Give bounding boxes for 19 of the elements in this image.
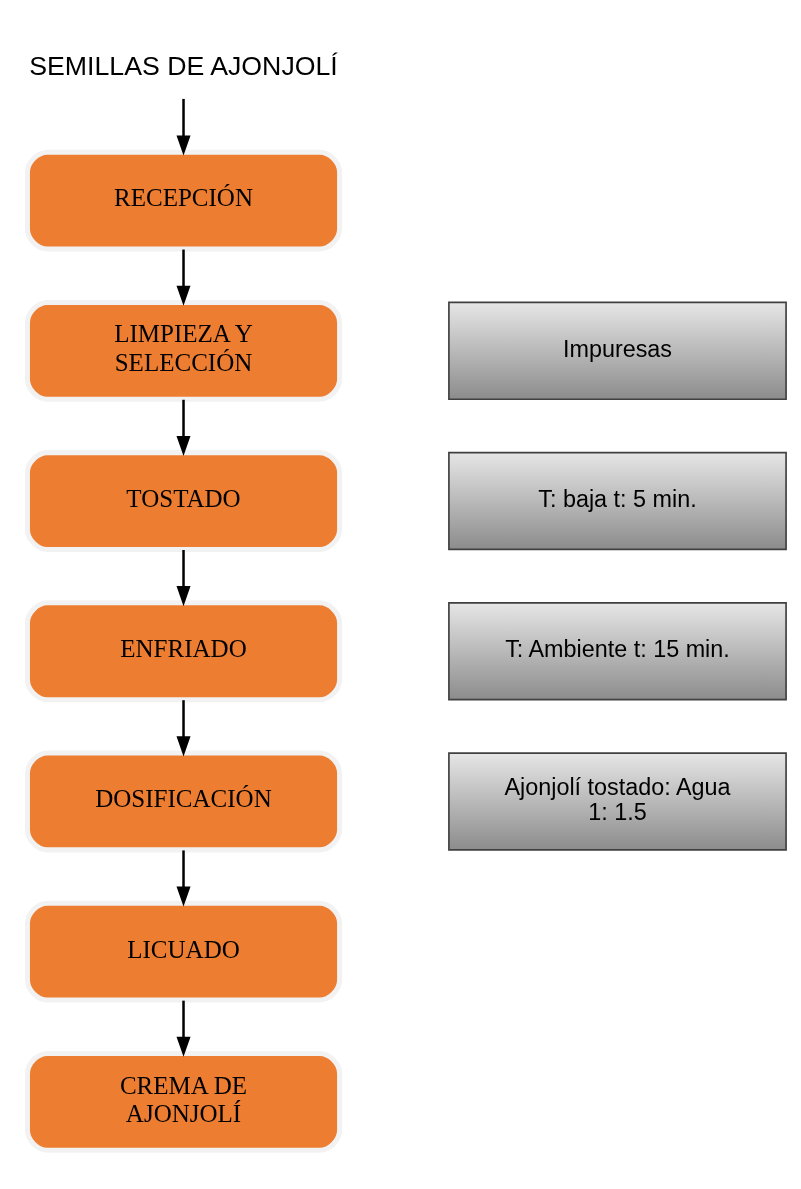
node-box: T: Ambiente t: 15 min. — [448, 602, 787, 701]
node-box: Impuresas — [448, 301, 787, 401]
arrow — [176, 249, 191, 306]
arrow — [176, 550, 191, 607]
node-box: DOSIFICACIÓN — [24, 750, 343, 853]
node-text: SEMILLAS DE AJONJOLÍ — [29, 51, 338, 82]
arrow — [176, 399, 191, 456]
node-box: RECEPCIÓN — [24, 149, 343, 252]
node-box: TOSTADO — [24, 450, 343, 552]
node-box: CREMA DE AJONJOLÍ — [24, 1051, 343, 1153]
node-box: LIMPIEZA Y SELECCIÓN — [24, 299, 343, 402]
node-box: Ajonjolí tostado: Agua 1: 1.5 — [448, 752, 787, 851]
node-box: T: baja t: 5 min. — [448, 451, 787, 551]
arrow — [176, 98, 191, 156]
node-box: LICUADO — [24, 900, 343, 1003]
arrow — [176, 1000, 191, 1057]
arrow — [176, 850, 191, 907]
arrow — [176, 700, 191, 757]
node-box: ENFRIADO — [24, 600, 343, 703]
